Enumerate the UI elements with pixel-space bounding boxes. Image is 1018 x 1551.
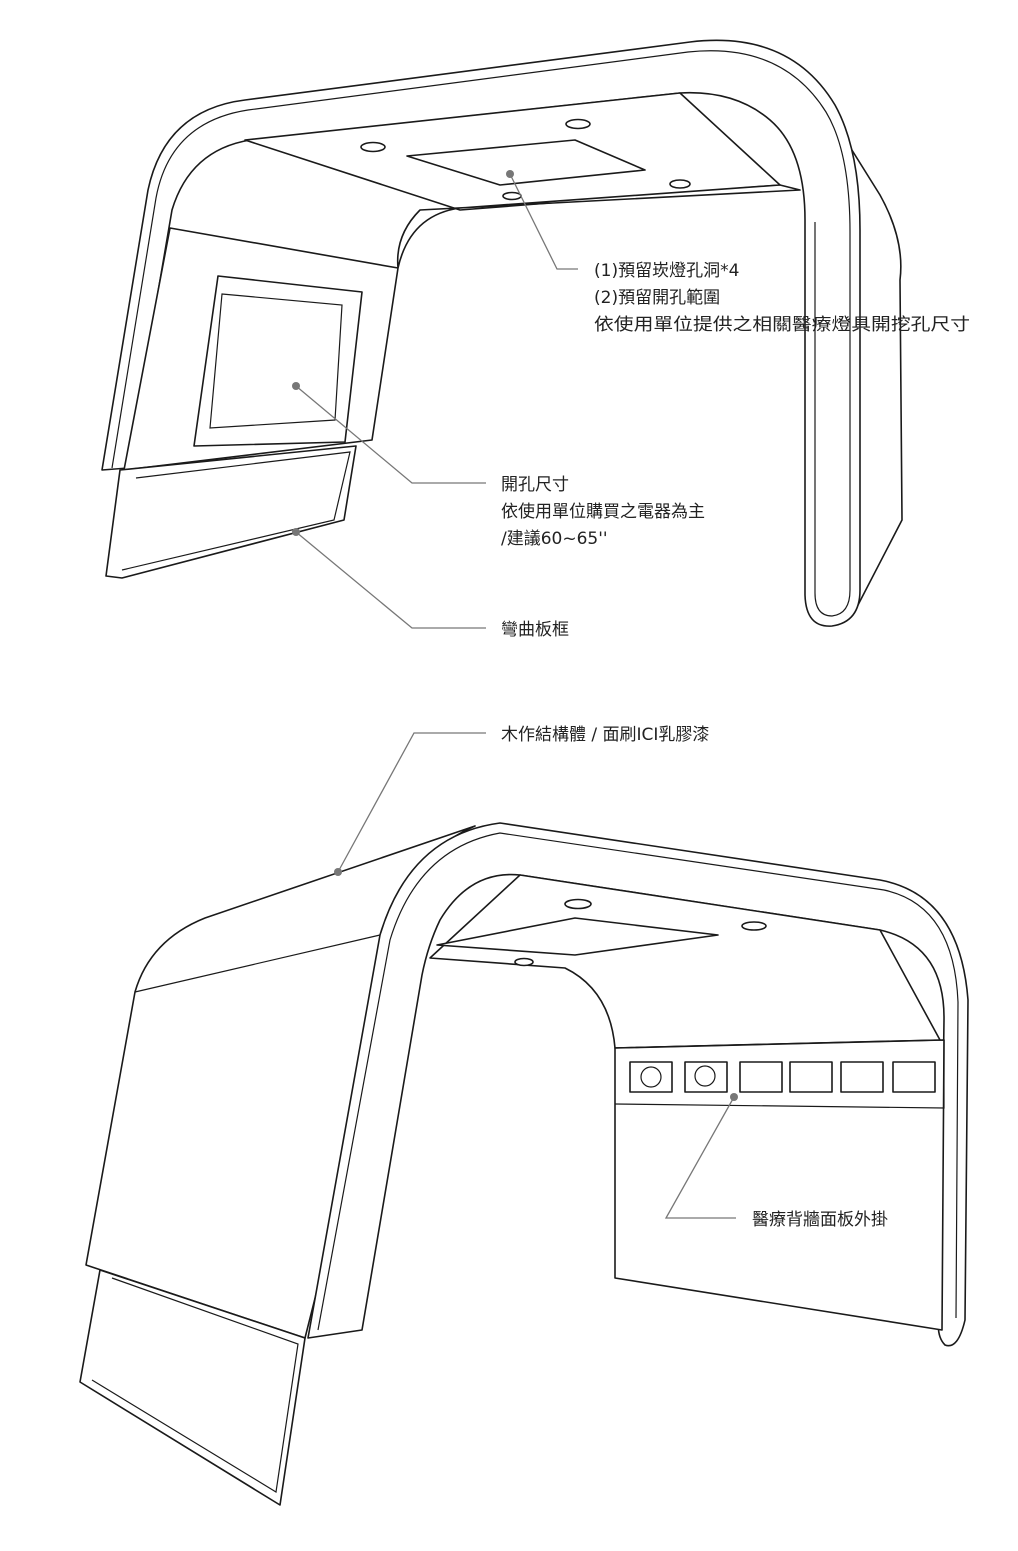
- curved-lower-frame-inner: [121, 451, 351, 571]
- ceiling-light-b2: [741, 921, 767, 931]
- top-booth-drawing: [101, 39, 903, 627]
- ceiling-light-3: [669, 179, 691, 189]
- panel-box-6: [892, 1061, 936, 1093]
- ceiling-opening-bottom: [436, 917, 719, 956]
- curved-lower-frame-bottom-inner: [91, 1277, 299, 1493]
- inner-arch-line-bottom: [317, 832, 959, 1331]
- bottom-leaders: [334, 732, 738, 1219]
- panel-box-4: [789, 1061, 833, 1093]
- screen-label-2: 依使用單位購買之電器為主: [501, 501, 705, 522]
- screen-recess-outer: [193, 275, 363, 447]
- ceiling-light-4: [502, 191, 522, 201]
- structure-label: 木作結構體 / 面刷ICI乳膠漆: [501, 725, 709, 745]
- ceiling-light-b3: [514, 957, 534, 967]
- screen-recess-inner: [209, 293, 343, 429]
- curved-lower-frame-bottom: [79, 1269, 306, 1506]
- panel-socket-2: [684, 1061, 728, 1093]
- curved-lower-frame: [105, 445, 357, 579]
- lamp-holes-label-1: (1)預留崁燈孔洞*4: [594, 261, 739, 281]
- panel-box-3: [739, 1061, 783, 1093]
- bottom-booth-drawing: [79, 822, 969, 1506]
- lamp-holes-label-2: (2)預留開孔範圍: [594, 288, 720, 308]
- screen-label-1: 開孔尺寸: [501, 475, 569, 495]
- ceiling-light-1: [360, 141, 386, 153]
- medical-panel-label: 醫療背牆面板外掛: [752, 1210, 888, 1230]
- left-panel-top-edge: [134, 934, 381, 993]
- ceiling-light-2: [565, 118, 591, 130]
- screen-label-3: /建議60~65'': [501, 529, 608, 549]
- curved-frame-label: 彎曲板框: [501, 620, 569, 640]
- ceiling-opening-range: [406, 139, 646, 186]
- top-leaders: [292, 170, 578, 629]
- inner-arch-line: [111, 50, 851, 617]
- medical-panel-strip: [614, 1039, 945, 1109]
- panel-box-5: [840, 1061, 884, 1093]
- ceiling-light-b1: [564, 898, 592, 910]
- outer-arch-frame: [101, 39, 861, 627]
- lamp-holes-label-3: 依使用單位提供之相關醫療燈具開挖孔尺寸: [594, 314, 970, 335]
- outer-arch-frame-bottom: [307, 822, 969, 1347]
